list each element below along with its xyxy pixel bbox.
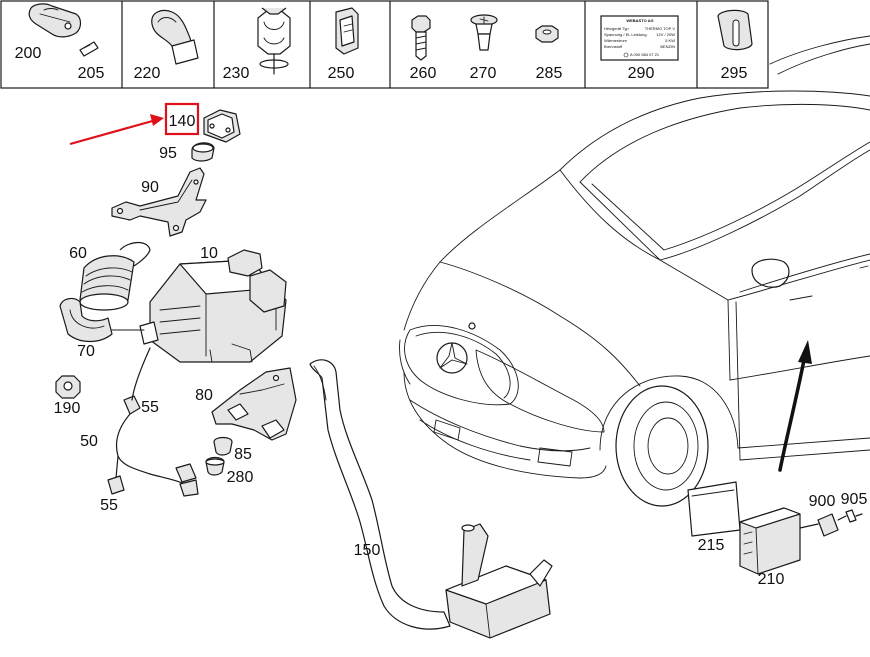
part-number-90: 90 [141,179,159,196]
installation-location-arrow [778,340,812,472]
highlight-arrow [69,114,164,146]
support-bracket-80 [211,367,297,441]
nut-190 [55,375,81,399]
part-number-280: 280 [227,469,254,486]
part-number-295: 295 [721,65,748,82]
hose-70 [59,297,113,343]
part-number-150: 150 [354,542,381,559]
hose-clip-icon [257,7,291,75]
part-number-70: 70 [77,343,95,360]
part-number-905: 905 [841,491,868,508]
bracket-140 [203,109,241,143]
plug-900 [799,513,839,537]
remote-key-fob-icon [28,3,82,38]
fuse-icon [79,41,99,57]
part-number-220: 220 [134,65,161,82]
label-290-row1-value: THERMO TOP V [645,26,676,31]
rubber-mount-280 [205,456,225,476]
intake-bellows-60 [79,241,151,311]
part-number-290: 290 [628,65,655,82]
part-number-285: 285 [536,65,563,82]
part-number-190: 190 [54,400,81,417]
part-number-205: 205 [78,65,105,82]
vehicle-body-outline [399,35,870,507]
part-number-10: 10 [200,245,218,262]
part-number-80: 80 [195,387,213,404]
rubber-cap-icon [717,9,753,51]
heater-unit-10 [111,249,287,363]
label-290-row2-value: 12V / 20W [656,32,675,37]
label-290-row3-value: 5 KW [665,38,675,43]
part-number-50: 50 [80,433,98,450]
connector-55-lower [107,475,125,495]
part-number-85: 85 [234,446,252,463]
part-number-250: 250 [328,65,355,82]
part-number-200: 200 [15,45,42,62]
label-290-row1-key: Heizgerät Typ [604,26,629,31]
control-panel-215 [687,481,741,537]
cage-nut-icon [535,25,559,43]
strap-clamp-icon [151,9,199,65]
muffler [445,523,553,639]
label-290-row2-key: Spannung / EL Leistung [604,32,647,37]
hex-bolt-icon [411,15,431,61]
part-number-55-lower: 55 [100,497,118,514]
part-number-270: 270 [470,65,497,82]
exhaust-pipe-150 [309,359,451,630]
label-290-row4-value: BENZIN [660,44,675,49]
part-number-260: 260 [410,65,437,82]
grommet-85 [213,436,233,456]
part-number-215: 215 [698,537,725,554]
part-number-60: 60 [69,245,87,262]
connector-55-upper [123,395,141,415]
part-number-55-upper: 55 [141,399,159,416]
control-unit-210 [739,507,801,575]
highlight-box-140 [164,102,200,136]
part-number-95: 95 [159,145,177,162]
label-290-row3-key: Wärmestrom [604,38,628,43]
part-number-140: 140 [169,113,196,130]
mounting-bracket-90 [111,167,207,237]
cable-harness-50 [115,347,199,497]
label-290-brand: WEBASTO AG [626,18,653,23]
label-290-row4-key: Brennstoff [604,44,623,49]
part-number-210: 210 [758,571,785,588]
part-number-900: 900 [809,493,836,510]
grommet-95 [191,142,215,162]
webasto-label-plate: WEBASTO AG Heizgerät Typ THERMO TOP V Sp… [600,15,679,61]
torx-bolt-icon [470,14,498,51]
box-clip-icon [335,7,359,55]
part-number-230: 230 [223,65,250,82]
label-290-part-no: A 000 584 07 21 [630,52,660,57]
pin-905 [837,509,863,523]
